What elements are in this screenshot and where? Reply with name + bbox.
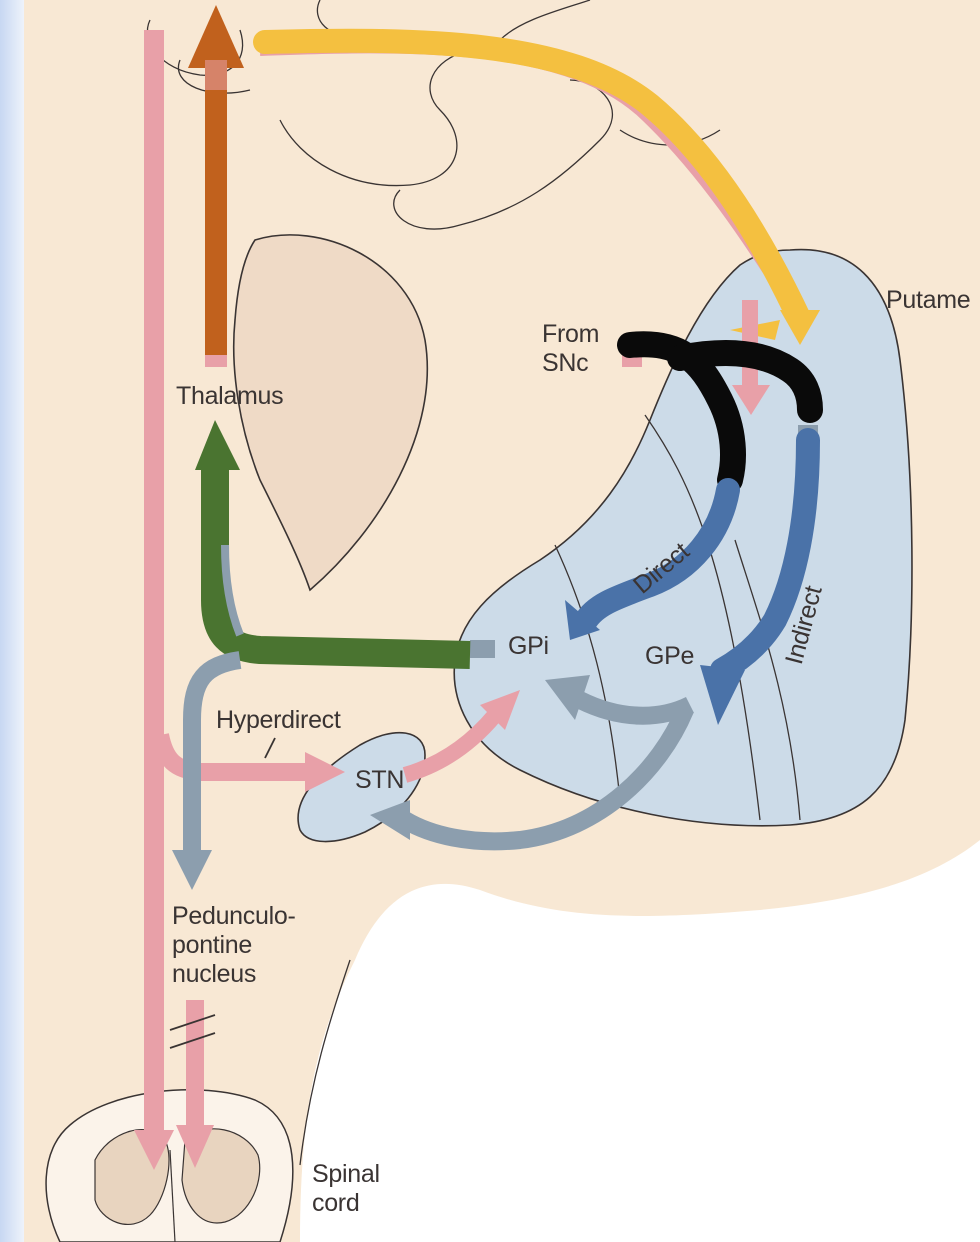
cortex-gyri-outline	[146, 0, 721, 230]
corticospinal-tract	[134, 30, 174, 1170]
gpi-label: GPi	[508, 632, 549, 660]
thalamus-region	[232, 234, 429, 592]
stn-to-gpi-pathway	[402, 690, 520, 783]
hyperdirect-label: Hyperdirect	[216, 706, 341, 734]
putamen-label: Putame	[886, 286, 971, 314]
gpi-to-thalamus-pathway	[195, 420, 495, 669]
dopamine-pathway	[617, 331, 823, 493]
pedunculopontine-label: Pedunculo- pontine nucleus	[172, 902, 296, 988]
direct-pathway	[565, 478, 740, 640]
left-edge-tint	[0, 0, 24, 1242]
gpe-output-pathways	[370, 675, 695, 851]
thalamus-label: Thalamus	[176, 382, 284, 410]
indirect-pathway	[700, 425, 820, 725]
gpe-label: GPe	[645, 642, 695, 670]
from-snc-label: From SNc	[542, 320, 600, 377]
stn-label: STN	[355, 766, 405, 794]
thalamocortical-pathway	[188, 5, 244, 367]
hyperdirect-pointer	[264, 737, 276, 759]
spinal-cord-label: Spinal cord	[312, 1160, 380, 1217]
pedunculopontine-spinal-tract	[169, 1000, 216, 1168]
brainstem-outline	[299, 959, 351, 1166]
gpi-to-ppn-pathway	[172, 651, 242, 890]
